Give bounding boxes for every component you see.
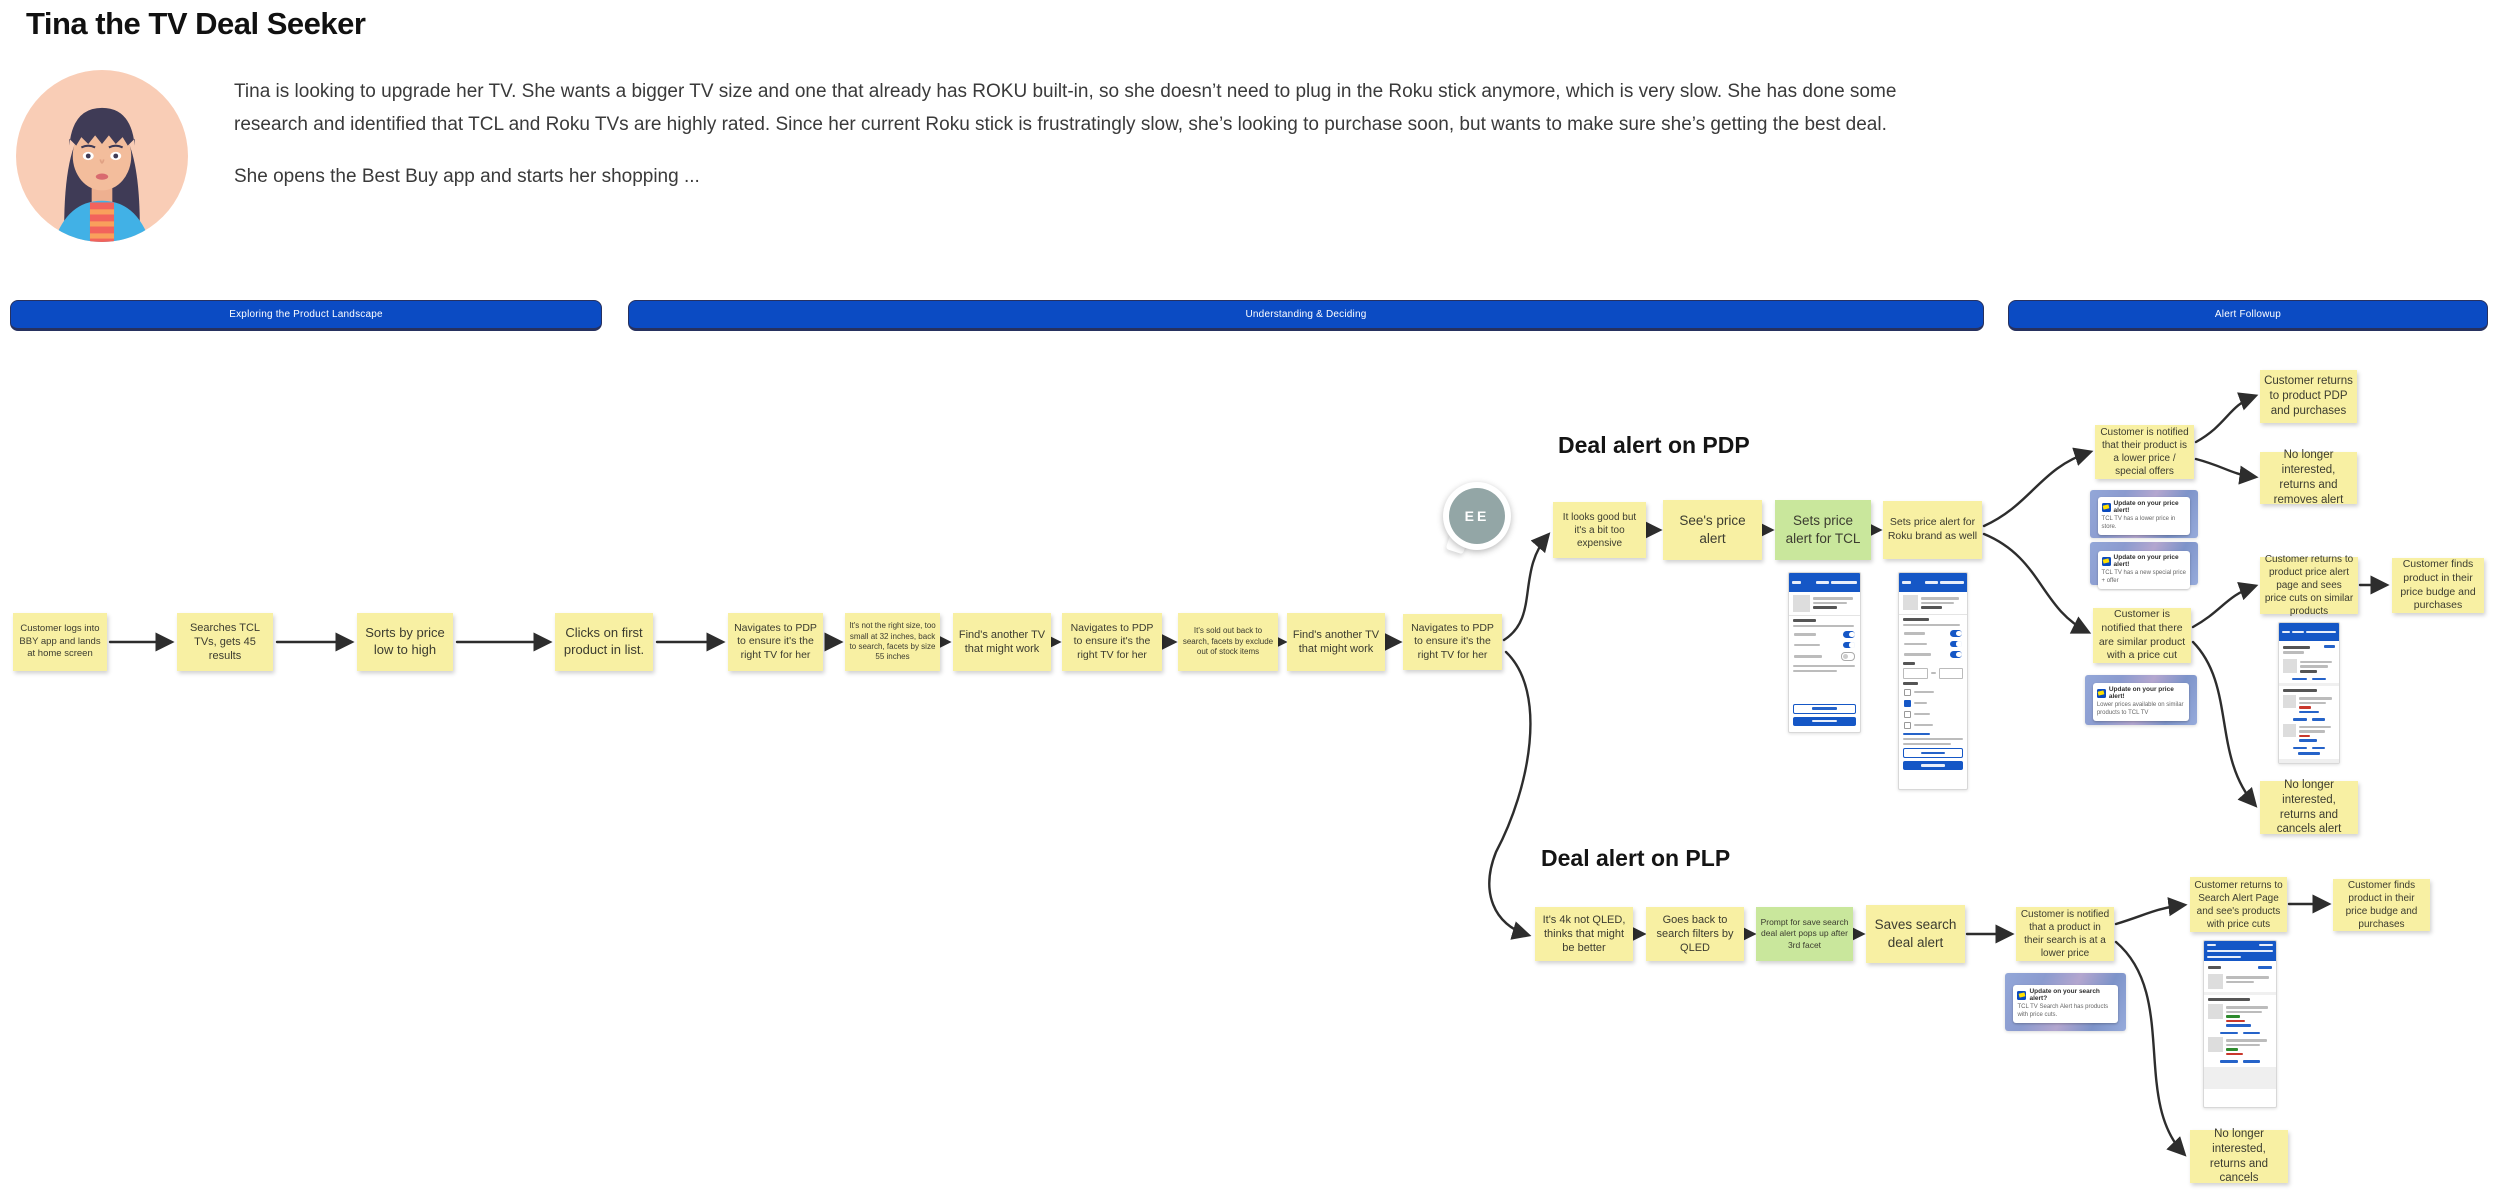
notification-subtitle: TCL TV Search Alert has products with pr… <box>2017 1004 2109 1018</box>
persona-avatar <box>16 70 188 242</box>
sticky-sets-alert-roku[interactable]: Sets price alert for Roku brand as well <box>1883 501 1982 559</box>
notification-card: Update on your price alert! TCL TV has a… <box>2097 497 2191 536</box>
sticky-clicks-first-product[interactable]: Clicks on first product in list. <box>555 613 653 671</box>
bestbuy-logo-icon <box>2101 502 2111 512</box>
sticky-returns-search-alert-page[interactable]: Customer returns to Search Alert Page an… <box>2190 877 2287 932</box>
notification-card: Update on your price alert! Lower prices… <box>2092 683 2190 722</box>
notification-subtitle: TCL TV has a lower price in store. <box>2101 516 2176 530</box>
notification-card: Update on your search alert? TCL TV Sear… <box>2013 985 2118 1024</box>
phase-bar-understanding[interactable]: Understanding & Deciding <box>628 300 1984 331</box>
sticky-navigates-pdp-3[interactable]: Navigates to PDP to ensure it's the righ… <box>1403 614 1502 670</box>
notification-title: Update on your price alert! <box>2113 554 2179 569</box>
phase-bar-exploring[interactable]: Exploring the Product Landscape <box>10 300 602 331</box>
sticky-navigates-pdp-1[interactable]: Navigates to PDP to ensure it's the righ… <box>728 613 823 671</box>
sticky-cancels-alert[interactable]: No longer interested, returns and cancel… <box>2260 779 2358 835</box>
notification-thumbnail-1[interactable]: Update on your price alert! TCL TV has a… <box>2090 490 2198 538</box>
sticky-removes-alert[interactable]: No longer interested, returns and remove… <box>2260 449 2357 506</box>
bestbuy-logo-icon <box>2101 556 2111 566</box>
sticky-sees-price-alert[interactable]: See's price alert <box>1663 500 1762 560</box>
bestbuy-logo-icon <box>2017 990 2027 1000</box>
notification-thumbnail-2[interactable]: Update on your price alert! TCL TV has a… <box>2090 542 2198 590</box>
ee-badge[interactable]: EE <box>1441 482 1513 560</box>
phone-mockup-price-alert-setup[interactable] <box>1788 572 1861 733</box>
sticky-notified-lower-price[interactable]: Customer is notified that their product … <box>2095 425 2194 479</box>
sticky-4k-not-qled[interactable]: It's 4k not QLED, thinks that might be b… <box>1535 907 1633 961</box>
phone-mockup-price-alert-page[interactable] <box>2278 622 2340 764</box>
sticky-plp-cancels[interactable]: No longer interested, returns and cancel… <box>2190 1128 2288 1184</box>
phone-mockup-search-alert-page[interactable] <box>2203 940 2277 1108</box>
sticky-save-search-prompt[interactable]: Prompt for save search deal alert pops u… <box>1756 907 1853 961</box>
sticky-notified-similar[interactable]: Customer is notified that there are simi… <box>2093 608 2191 663</box>
sticky-sorts-by-price[interactable]: Sorts by price low to high <box>357 613 453 671</box>
notification-card: Update on your price alert! TCL TV has a… <box>2097 551 2191 590</box>
sticky-finds-in-budget-plp[interactable]: Customer finds product in their price bu… <box>2333 879 2430 931</box>
sticky-filters-by-qled[interactable]: Goes back to search filters by QLED <box>1646 907 1744 961</box>
notification-title: Update on your price alert! <box>2113 500 2179 515</box>
sticky-logs-into-bby[interactable]: Customer logs into BBY app and lands at … <box>13 613 107 671</box>
notification-subtitle: Lower prices available on similar produc… <box>2096 702 2184 716</box>
sticky-returns-price-alert-page[interactable]: Customer returns to product price alert … <box>2260 554 2358 617</box>
notification-thumbnail-4[interactable]: Update on your search alert? TCL TV Sear… <box>2005 973 2126 1031</box>
notification-thumbnail-3[interactable]: Update on your price alert! Lower prices… <box>2085 675 2197 725</box>
phone-mockup-alert-preferences[interactable] <box>1898 572 1968 790</box>
heading-deal-alert-plp: Deal alert on PLP <box>1541 845 1731 871</box>
sticky-saves-search-alert[interactable]: Saves search deal alert <box>1866 905 1965 963</box>
ee-badge-label: EE <box>1449 488 1505 544</box>
sticky-finds-in-budget-pdp[interactable]: Customer finds product in their price bu… <box>2392 558 2484 613</box>
sticky-sold-out[interactable]: It's sold out back to search, facets by … <box>1178 613 1278 671</box>
bestbuy-logo-icon <box>2096 688 2106 698</box>
persona-description: Tina is looking to upgrade her TV. She w… <box>234 76 1924 194</box>
sticky-finds-another-tv-1[interactable]: Find's another TV that might work <box>953 613 1051 671</box>
phase-bar-alert-followup[interactable]: Alert Followup <box>2008 300 2488 331</box>
persona-description-paragraph: Tina is looking to upgrade her TV. She w… <box>234 81 1897 135</box>
sticky-plp-notified[interactable]: Customer is notified that a product in t… <box>2016 907 2114 961</box>
sticky-sets-alert-tcl[interactable]: Sets price alert for TCL <box>1775 500 1871 560</box>
sticky-wrong-size[interactable]: It's not the right size, too small at 32… <box>845 613 940 671</box>
notification-title: Update on your price alert! <box>2108 686 2174 701</box>
heading-deal-alert-pdp: Deal alert on PDP <box>1558 432 1750 458</box>
sticky-finds-another-tv-2[interactable]: Find's another TV that might work <box>1287 613 1385 671</box>
sticky-searches-tcl[interactable]: Searches TCL TVs, gets 45 results <box>177 613 273 671</box>
notification-title: Update on your search alert? <box>2029 988 2100 1003</box>
page-title: Tina the TV Deal Seeker <box>26 6 366 41</box>
sticky-returns-pdp-purchases[interactable]: Customer returns to product PDP and purc… <box>2260 370 2357 423</box>
sticky-navigates-pdp-2[interactable]: Navigates to PDP to ensure it's the righ… <box>1062 613 1162 671</box>
sticky-looks-good-expensive[interactable]: It looks good but it's a bit too expensi… <box>1553 502 1646 558</box>
persona-action-paragraph: She opens the Best Buy app and starts he… <box>234 166 700 188</box>
notification-subtitle: TCL TV has a new special price + offer <box>2101 570 2186 584</box>
